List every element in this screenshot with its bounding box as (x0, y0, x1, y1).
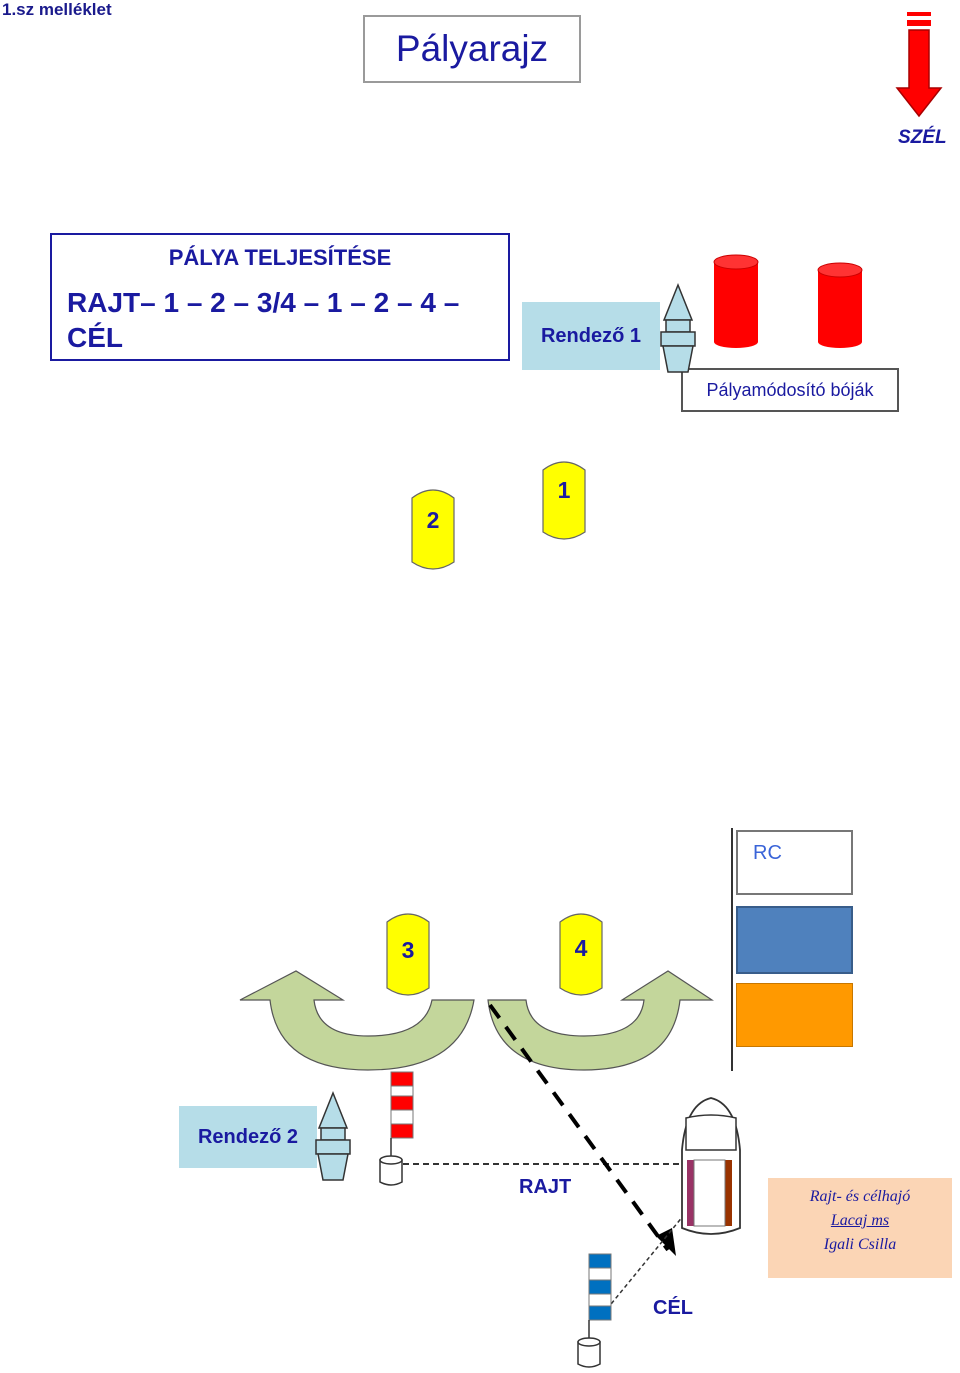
committee-boat-info: Rajt- és célhajó Lacaj ms Igali Csilla (768, 1178, 952, 1278)
marshal-2-boat-icon (315, 1090, 351, 1181)
marshal-1-boat-icon (660, 282, 696, 373)
wind-direction-arrow-icon (895, 12, 943, 118)
course-change-buoy-1 (713, 254, 759, 348)
finish-label: CÉL (653, 1297, 693, 1319)
mark-1: 1 (542, 461, 586, 540)
marshal-2-label: Rendező 2 (179, 1106, 317, 1168)
page-title: Pályarajz (363, 15, 581, 83)
committee-boat-name: Lacaj ms (830, 1212, 890, 1229)
committee-boat-role: Rajt- és célhajó (809, 1188, 911, 1205)
committee-flag-orange (736, 983, 853, 1047)
annex-label: 1.sz melléklet (2, 0, 112, 19)
start-pin-buoy (379, 1071, 414, 1186)
rc-label: RC (753, 842, 782, 864)
wind-label: SZÉL (898, 127, 947, 148)
mark-4-number: 4 (575, 935, 588, 961)
mark-3: 3 (386, 913, 430, 996)
curved-rounding-arrow-icon-right (487, 970, 715, 1071)
marshal-1-label: Rendező 1 (522, 302, 660, 370)
finish-line (597, 1209, 689, 1321)
mark-4: 4 (559, 913, 603, 996)
course-sequence: RAJT– 1 – 2 – 3/4 – 1 – 2 – 4 – CÉL (67, 287, 460, 353)
course-sequence-box: PÁLYA TELJESÍTÉSE RAJT– 1 – 2 – 3/4 – 1 … (50, 233, 510, 361)
race-committee-box: RC (736, 830, 853, 895)
course-change-buoy-2 (817, 262, 863, 348)
curved-rounding-arrow-icon-left (239, 970, 475, 1071)
committee-mast-line (731, 828, 733, 1071)
course-change-buoys-label: Pályamódosító bóják (681, 368, 899, 412)
mark-2: 2 (411, 489, 455, 570)
mark-2-number: 2 (427, 507, 440, 533)
mark-3-number: 3 (402, 937, 415, 963)
committee-flag-blue (736, 906, 853, 974)
finish-approach-arrow (488, 1003, 670, 1252)
mark-1-number: 1 (558, 477, 571, 503)
start-label: RAJT (519, 1176, 572, 1198)
course-heading: PÁLYA TELJESÍTÉSE (168, 245, 392, 270)
committee-boat-owner: Igali Csilla (823, 1236, 897, 1253)
committee-boat-icon (681, 1097, 741, 1235)
finish-pin-buoy (577, 1253, 612, 1368)
